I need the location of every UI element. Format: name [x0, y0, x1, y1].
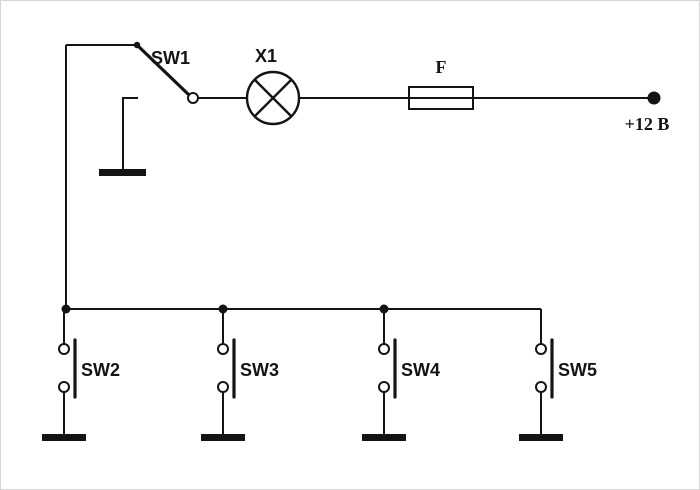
supply-label: +12 B — [625, 114, 670, 134]
sw1-ground — [99, 97, 146, 176]
sw4-label: SW4 — [401, 360, 440, 380]
switch-sw4: SW4 — [362, 309, 440, 441]
sw5-contact-bottom — [535, 381, 547, 393]
switch-sw3: SW3 — [201, 309, 279, 441]
sw4-contact-top — [378, 343, 390, 355]
lamp-x1: X1 — [245, 46, 301, 126]
sw5-contact-top — [535, 343, 547, 355]
fuse-label: F — [436, 57, 447, 77]
switch-sw1: SW1 — [66, 41, 199, 104]
sw2-contact-bottom — [58, 381, 70, 393]
ground-symbol-sw4 — [362, 434, 406, 441]
sw2-contact-top — [58, 343, 70, 355]
fuse-body-icon — [408, 86, 474, 110]
switch-sw5: SW5 — [519, 309, 597, 441]
fuse-f: F — [408, 57, 474, 110]
ground-symbol-sw3 — [201, 434, 245, 441]
sw3-contact-bottom — [217, 381, 229, 393]
sw1-contact — [187, 92, 199, 104]
sw3-contact-top — [217, 343, 229, 355]
wire-sw1-ground-stub — [122, 97, 138, 169]
junction-dot-1 — [61, 304, 71, 314]
sw1-label: SW1 — [151, 48, 190, 68]
switch-sw2: SW2 — [42, 309, 120, 441]
terminal-dot — [647, 91, 661, 105]
sw1-blade — [135, 43, 190, 96]
ground-symbol-sw1 — [99, 169, 146, 176]
sw3-label: SW3 — [240, 360, 279, 380]
sw4-contact-bottom — [378, 381, 390, 393]
sw2-label: SW2 — [81, 360, 120, 380]
ground-symbol-sw2 — [42, 434, 86, 441]
lamp-label: X1 — [255, 46, 277, 66]
supply-terminal: +12 B — [625, 91, 670, 134]
sw5-label: SW5 — [558, 360, 597, 380]
ground-symbol-sw5 — [519, 434, 563, 441]
lamp-circle-icon — [245, 70, 301, 126]
lamp-cross-2 — [253, 78, 293, 118]
